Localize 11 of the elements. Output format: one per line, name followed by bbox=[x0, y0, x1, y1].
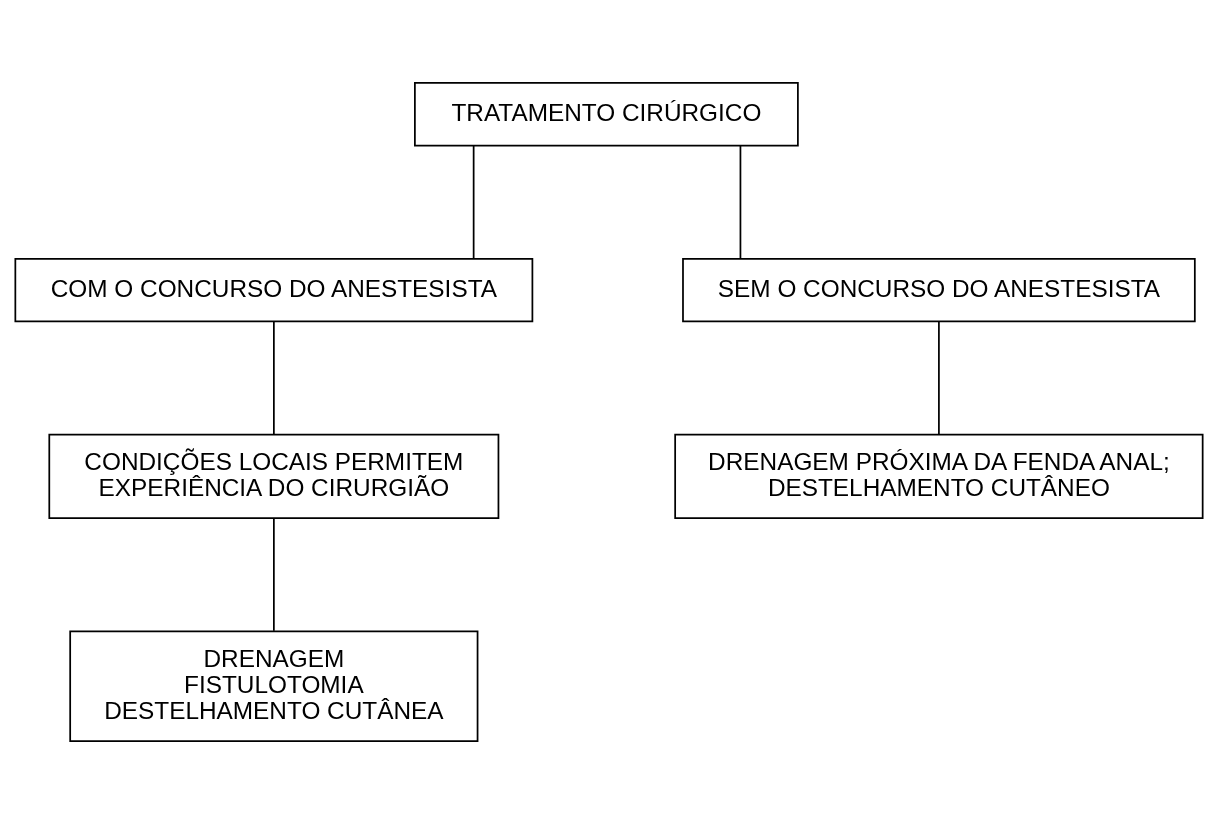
connector bbox=[472, 144, 475, 259]
connector bbox=[739, 144, 742, 259]
node-box: COM O CONCURSO DO ANESTESISTA bbox=[14, 257, 534, 322]
node-box: SEM O CONCURSO DO ANESTESISTA bbox=[682, 257, 1196, 322]
connector bbox=[273, 320, 275, 435]
node-box: DRENAGEM PRÓXIMA DA FENDA ANAL; DESTELHAMENTO CUTÂNEO bbox=[674, 433, 1204, 519]
node-box: TRATAMENTO CIRÚRGICO bbox=[414, 81, 799, 146]
connector bbox=[273, 517, 275, 632]
connector bbox=[938, 320, 940, 435]
node-box: CONDIÇÕES LOCAIS PERMITEM EXPERIÊNCIA DO CIRURGIÃO bbox=[48, 433, 500, 519]
node-box: DRENAGEM FISTULOTOMIA DESTELHAMENTO CUTÂNEA bbox=[69, 630, 479, 742]
